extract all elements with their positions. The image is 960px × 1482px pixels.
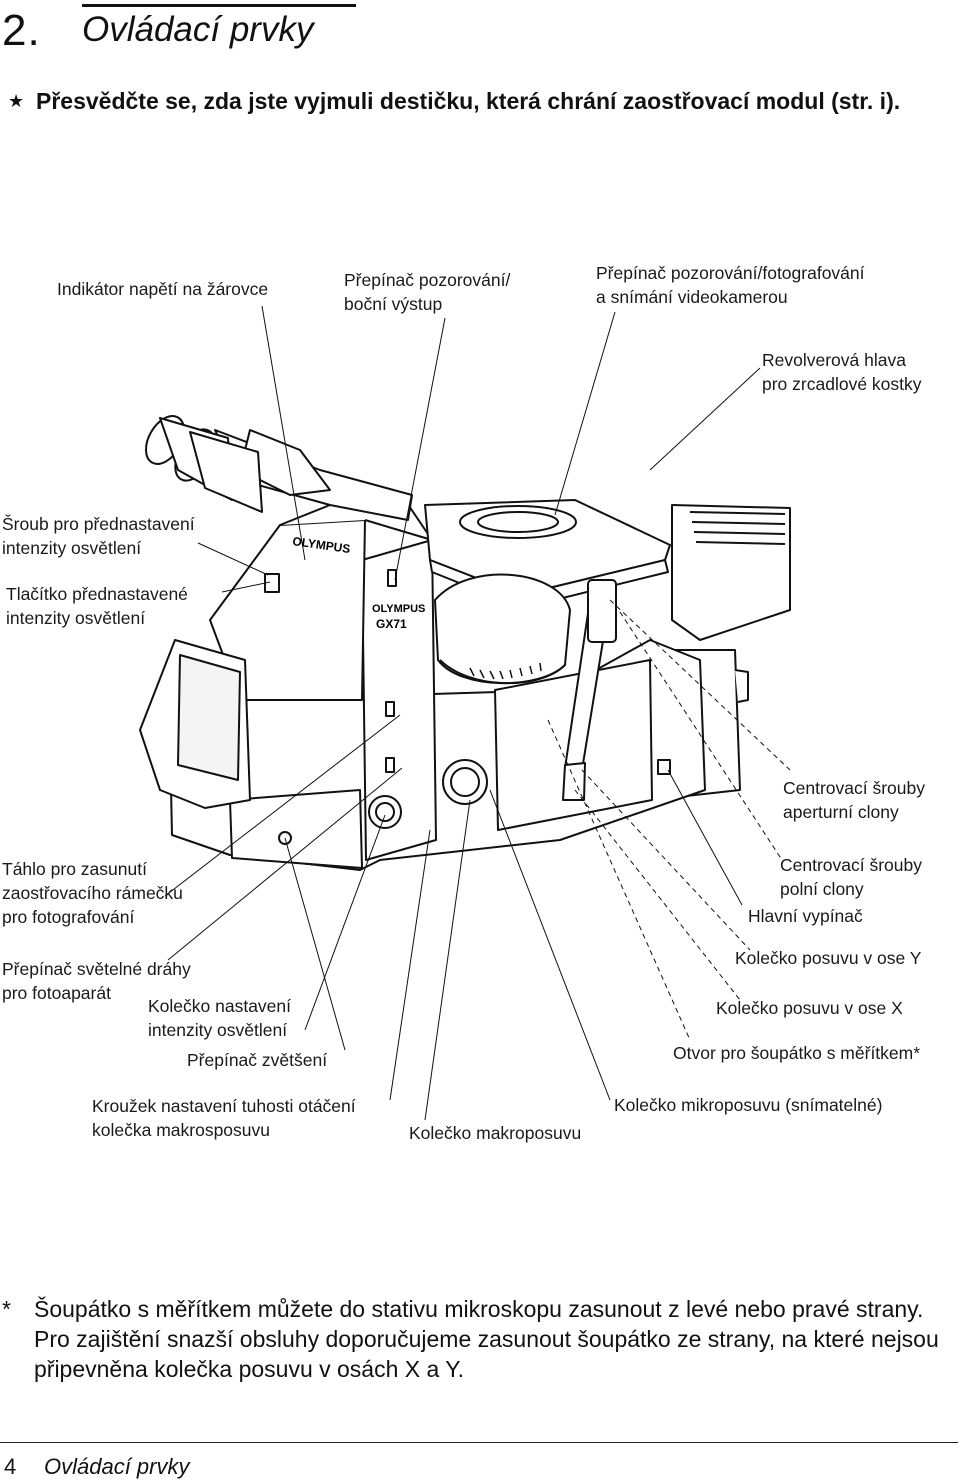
label-lamp-voltage: Indikátor napětí na žárovce <box>57 279 269 299</box>
label-preset-button: Tlačítko přednastavené intenzity osvětle… <box>6 584 188 628</box>
label-magnification-switch: Přepínač zvětšení <box>187 1050 328 1070</box>
footer-rule <box>0 1442 958 1443</box>
page-number: 4 <box>4 1454 17 1479</box>
asterisk-icon: * <box>2 1296 11 1322</box>
label-obs-side-port: Přepínač pozorování/ boční výstup <box>344 270 511 314</box>
brand-text-2: OLYMPUS <box>372 603 425 615</box>
label-light-path-switch: Přepínač světelné dráhy pro fotoaparát <box>2 959 191 1003</box>
label-fine-focus: Kolečko mikroposuvu (snímatelné) <box>614 1095 883 1115</box>
model-text: GX71 <box>376 617 407 631</box>
footnote-text: Šoupátko s měřítkem můžete do stativu mi… <box>34 1296 939 1382</box>
page-footer-title: Ovládací prvky <box>44 1454 190 1479</box>
label-x-knob: Kolečko posuvu v ose X <box>716 998 903 1018</box>
label-main-switch: Hlavní vypínač <box>748 906 863 926</box>
chapter-rule <box>82 4 356 7</box>
label-aperture-centering: Centrovací šrouby aperturní clony <box>783 778 926 822</box>
chapter-title: Ovládací prvky <box>82 10 314 49</box>
note: ★ Přesvědčte se, zda jste vyjmuli destičk… <box>8 86 948 117</box>
chapter-number: 2. <box>2 6 41 55</box>
label-obs-photo-video: Přepínač pozorování/fotografování a sním… <box>596 263 865 307</box>
star-icon: ★ <box>8 91 25 111</box>
note-text: Přesvědčte se, zda jste vyjmuli destičku… <box>36 88 901 114</box>
label-intensity-knob: Kolečko nastavení intenzity osvětlení <box>148 996 292 1040</box>
label-mirror-turret: Revolverová hlava pro zrcadlové kostky <box>762 350 922 394</box>
label-preset-screw: Šroub pro přednastavení intenzity osvětl… <box>2 514 195 558</box>
label-coarse-focus: Kolečko makroposuvu <box>409 1123 582 1143</box>
label-focus-frame-rod: Táhlo pro zasunutí zaostřovacího rámečku… <box>2 859 183 927</box>
label-field-centering: Centrovací šrouby polní clony <box>780 855 923 899</box>
label-scale-slot: Otvor pro šoupátko s měřítkem* <box>673 1043 921 1063</box>
label-y-knob: Kolečko posuvu v ose Y <box>735 948 922 968</box>
label-tension-ring: Kroužek nastavení tuhosti otáčení kolečk… <box>92 1096 356 1140</box>
